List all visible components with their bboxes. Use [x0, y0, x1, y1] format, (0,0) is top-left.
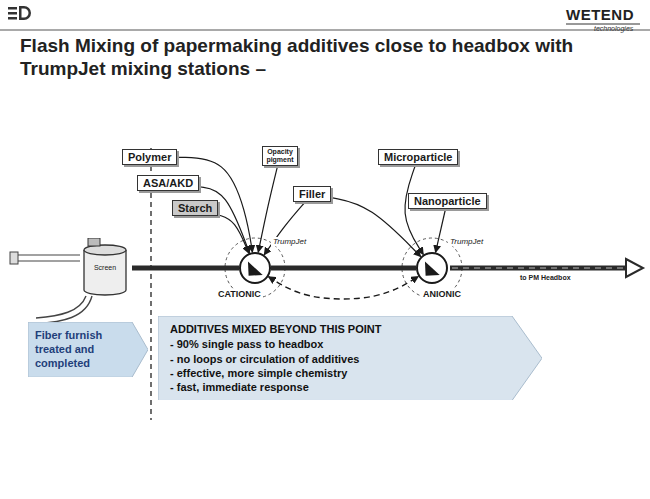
bullet-text: - fast, immediate response	[170, 380, 498, 394]
node-text: Screen	[78, 264, 132, 271]
additive-feed-arrow	[436, 209, 446, 252]
additive-box: Filler	[293, 186, 331, 202]
stock-flow-line	[271, 266, 416, 271]
bullet-text: - 90% single pass to headbox	[170, 337, 498, 351]
brand-underline	[566, 24, 640, 25]
logo-icon	[8, 6, 31, 20]
additive-box: Nanoparticle	[408, 193, 487, 209]
station-circle	[416, 252, 448, 284]
node-text: Opacity pigment	[265, 148, 295, 164]
header-rule	[0, 29, 650, 30]
flow-destination: to PM Headbox	[520, 274, 571, 281]
brand-subtitle: technologies	[594, 25, 633, 32]
node-text: Fiber furnish treated and completed	[35, 329, 124, 370]
stage-arrow: ADDITIVES MIXED BEYOND THIS POINT- 90% s…	[158, 316, 542, 400]
node-text: ASA/AKD	[143, 177, 193, 189]
node-text: Polymer	[128, 151, 171, 163]
bullet-text: - effective, more simple chemistry	[170, 366, 498, 380]
node-text: Starch	[178, 202, 212, 214]
arrow-body	[28, 322, 148, 377]
additive-box: Microparticle	[378, 149, 458, 165]
additive-box: Starch	[172, 200, 218, 216]
brand-name: WETEND	[566, 6, 634, 23]
node-text: ADDITIVES MIXED BEYOND THIS POINT	[170, 322, 498, 336]
additive-feed-arrow	[405, 165, 423, 255]
screen-pipes	[10, 252, 92, 324]
bullet-text: - no loops or circulation of additives	[170, 352, 498, 366]
node-text: Filler	[299, 188, 325, 200]
node-text: Nanoparticle	[414, 195, 481, 207]
station-name: TrumpJet	[448, 237, 485, 246]
node-text: Microparticle	[384, 151, 452, 163]
additive-feed-arrow	[218, 215, 249, 253]
mixing-station: TrumpJetANIONIC	[416, 252, 448, 284]
additive-box: ASA/AKD	[137, 175, 199, 191]
charge-label: ANIONIC	[421, 289, 463, 299]
charge-label: CATIONIC	[216, 289, 263, 299]
slide-title: Flash Mixing of papermaking additives cl…	[20, 34, 605, 80]
recirculation-arrow	[268, 276, 418, 299]
screen-unit: Screen	[78, 238, 132, 298]
arrow-body	[158, 316, 542, 400]
mixing-station: TrumpJetCATIONIC	[239, 252, 271, 284]
additive-box: Opacity pigment	[262, 146, 298, 166]
station-circle	[239, 252, 271, 284]
stock-flow-line	[132, 266, 239, 271]
additive-feed-arrow	[199, 187, 249, 253]
stage-arrow: Fiber furnish treated and completed	[28, 322, 148, 377]
additive-box: Polymer	[122, 149, 177, 165]
station-name: TrumpJet	[271, 237, 308, 246]
additive-feed-arrow	[264, 202, 305, 255]
